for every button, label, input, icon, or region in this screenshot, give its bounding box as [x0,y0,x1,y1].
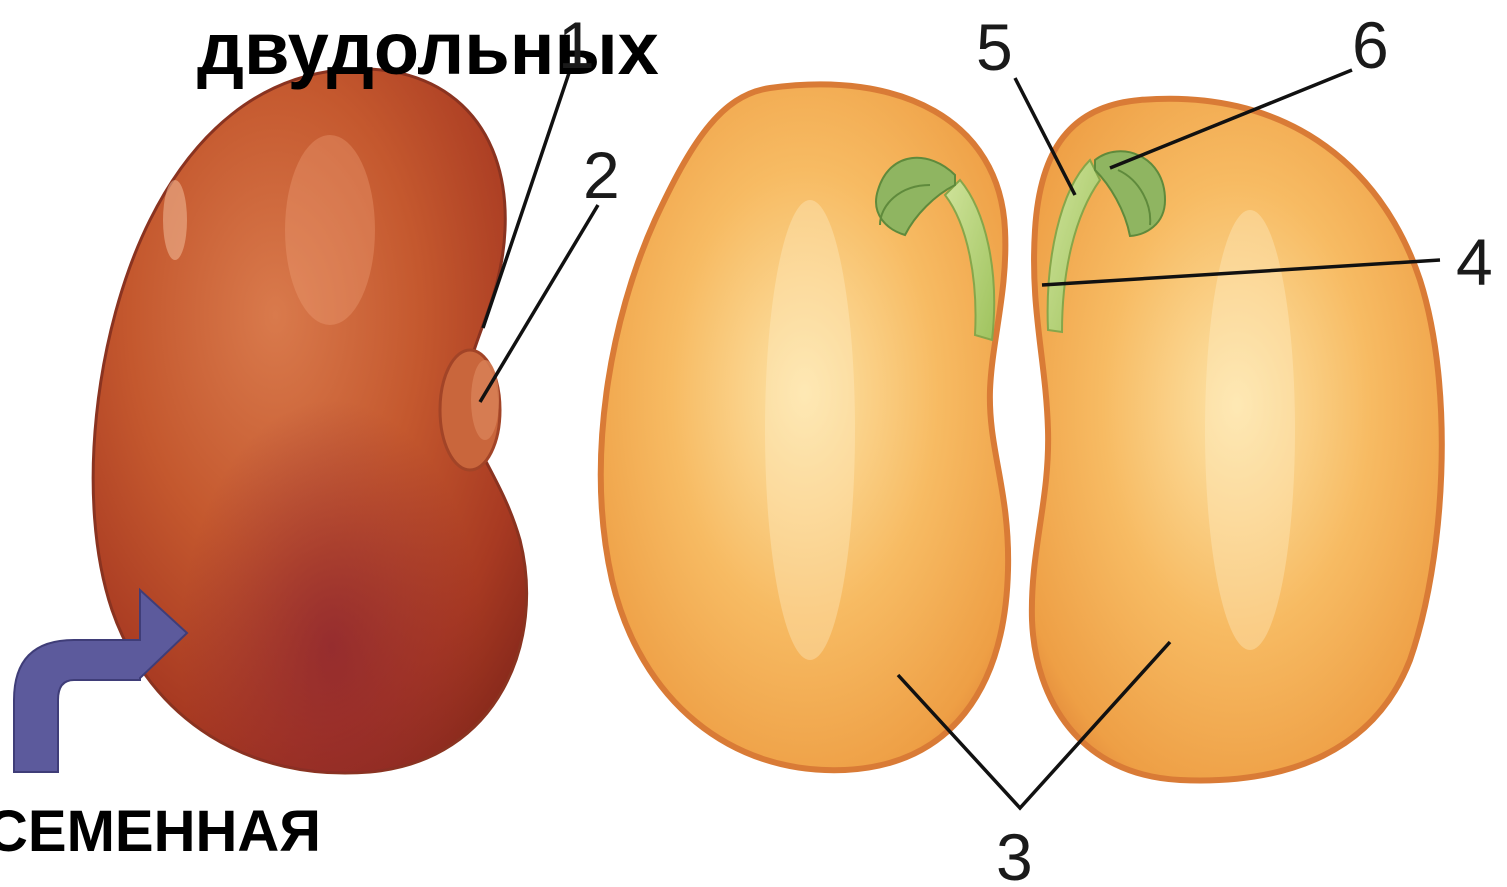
cotyledon-right [1032,99,1442,781]
label-number-4: 4 [1456,227,1493,297]
label-number-5: 5 [976,12,1013,82]
hilum [440,350,500,470]
label-number-6: 6 [1352,10,1389,80]
label-number-1: 1 [558,10,595,80]
label-number-3: 3 [996,822,1033,887]
label-number-2: 2 [583,140,620,210]
seed-coat-caption: СЕМЕННАЯ [0,792,321,872]
